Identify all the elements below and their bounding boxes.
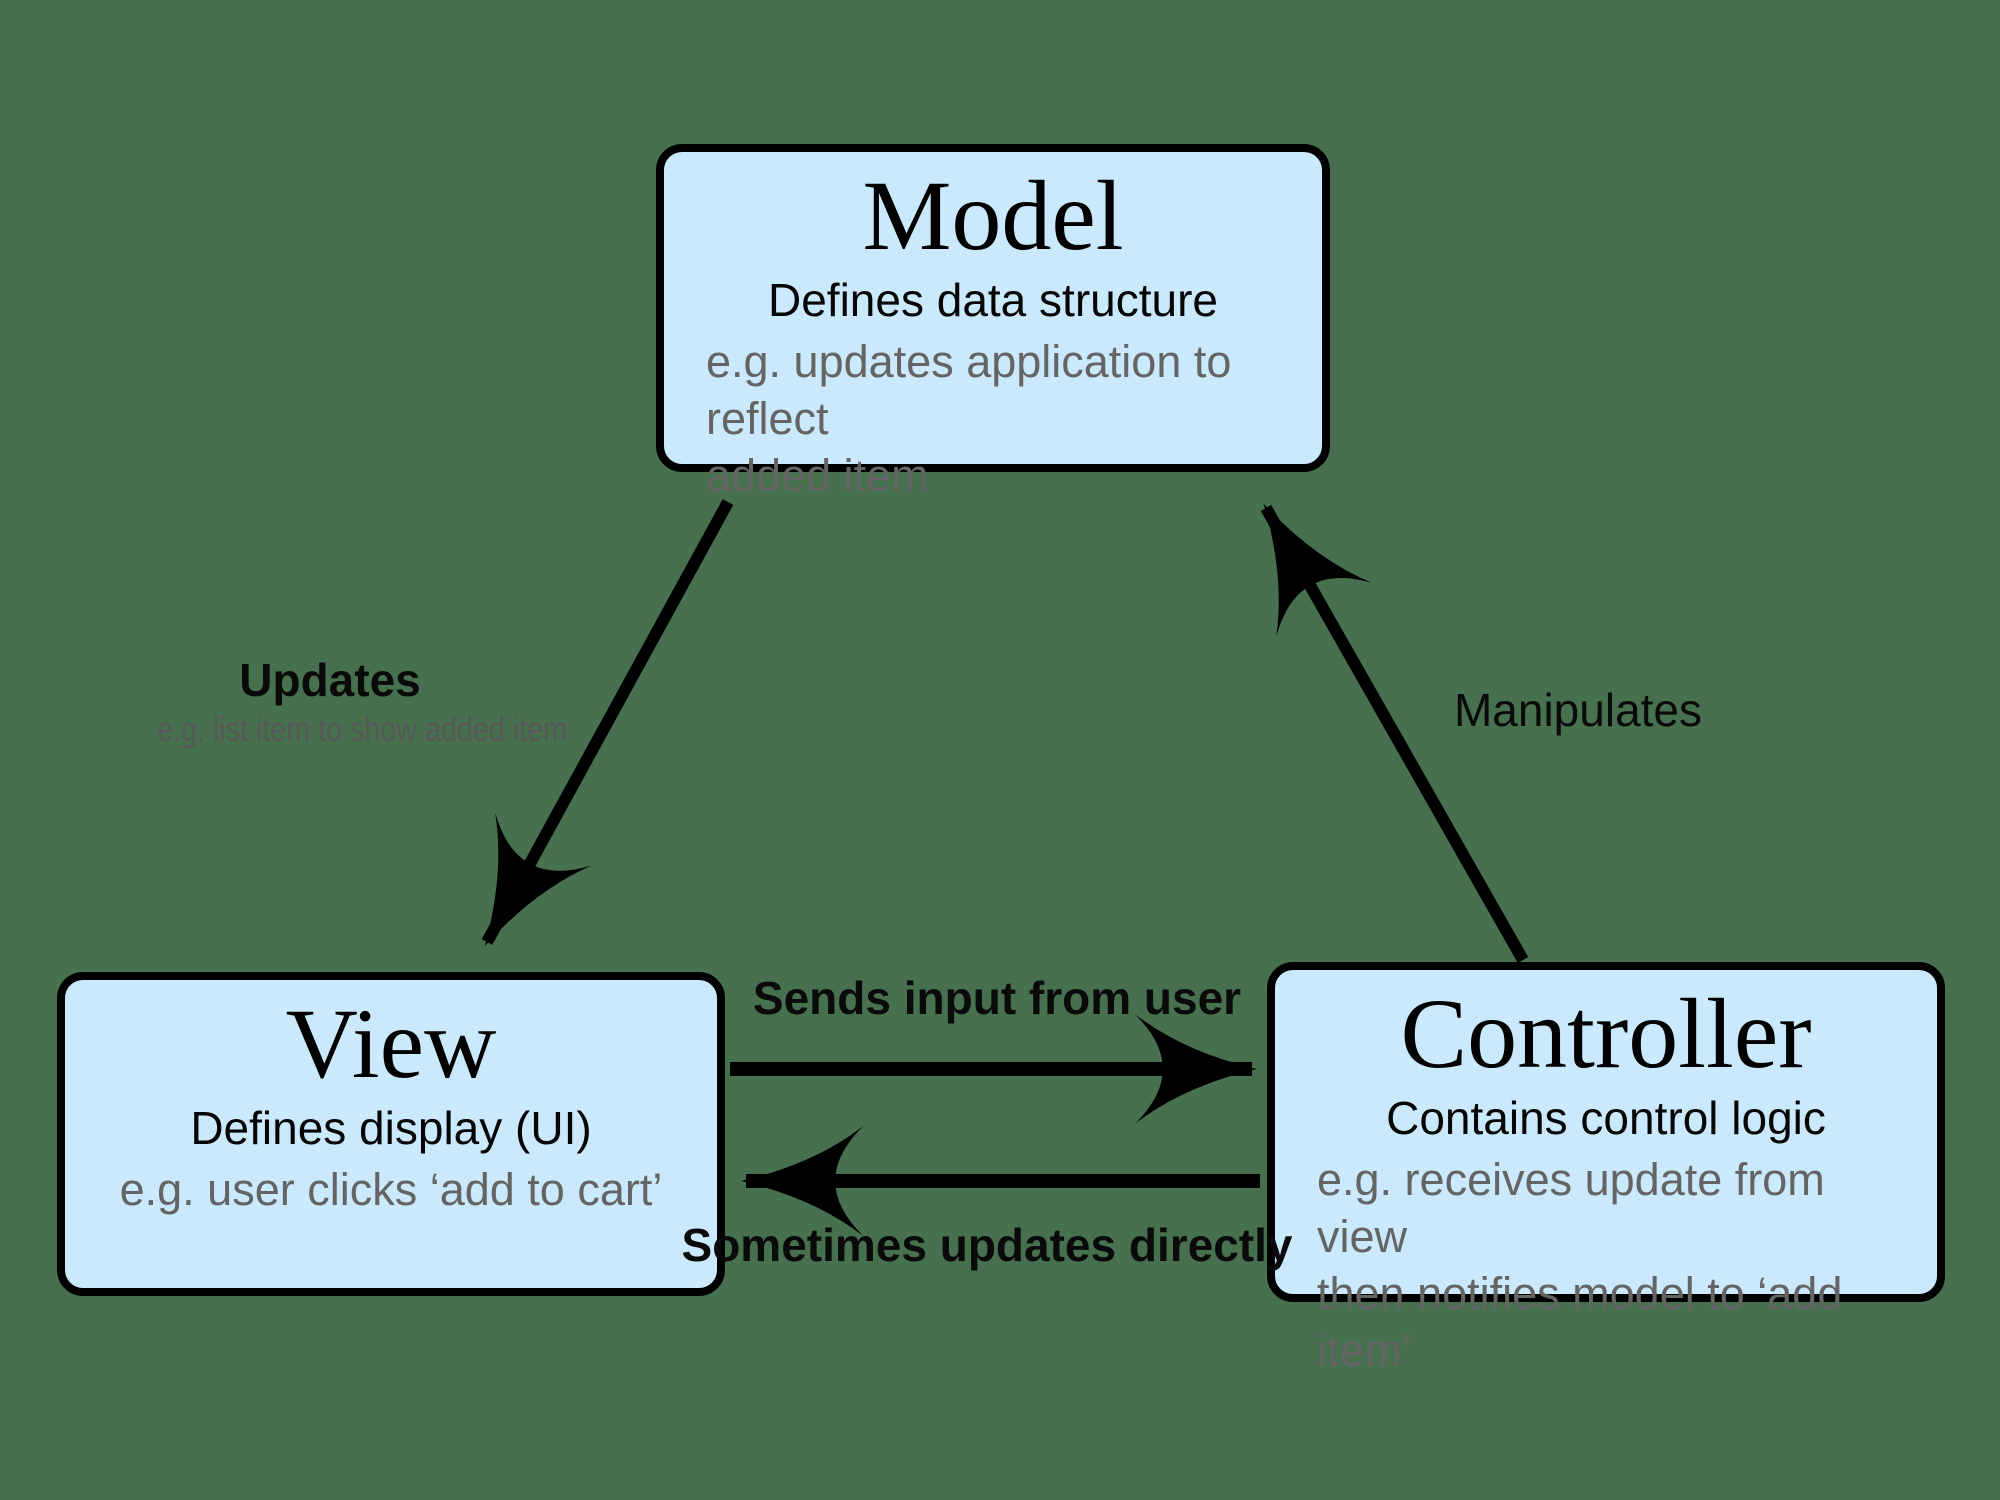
view-subtitle: Defines display (UI): [190, 1102, 592, 1154]
controller-example-line2: then notifies model to ‘add item’: [1317, 1268, 1843, 1377]
controller-example-line1: e.g. receives update from view: [1317, 1153, 1825, 1263]
sometimes-updates-label: Sometimes updates directly: [681, 1219, 1293, 1271]
controller-box: Controller Contains control logic e.g. r…: [1267, 962, 1945, 1376]
updates-sublabel: e.g. list item to show added item: [157, 710, 567, 749]
updates-label: Updates: [239, 654, 421, 706]
model-example: e.g. updates application to reflect adde…: [664, 333, 1322, 504]
view-title: View: [285, 988, 497, 1099]
arrow-model-to-view: [481, 499, 734, 947]
manipulates-label: Manipulates: [1453, 684, 1703, 736]
model-example-line2: added item: [706, 450, 929, 502]
controller-example: e.g. receives update from view then noti…: [1275, 1151, 1937, 1380]
model-example-line1: e.g. updates application to reflect: [706, 335, 1232, 445]
arrow-controller-to-model: [1260, 503, 1529, 963]
model-subtitle: Defines data structure: [767, 274, 1218, 326]
view-example: e.g. user clicks ‘add to cart’: [119, 1163, 663, 1215]
controller-title: Controller: [1400, 978, 1812, 1089]
model-box: Model Defines data structure e.g. update…: [656, 144, 1330, 501]
view-box: View Defines display (UI) e.g. user clic…: [57, 972, 725, 1296]
controller-subtitle: Contains control logic: [1386, 1092, 1826, 1144]
sends-input-label: Sends input from user: [752, 972, 1242, 1024]
model-title: Model: [862, 160, 1124, 271]
